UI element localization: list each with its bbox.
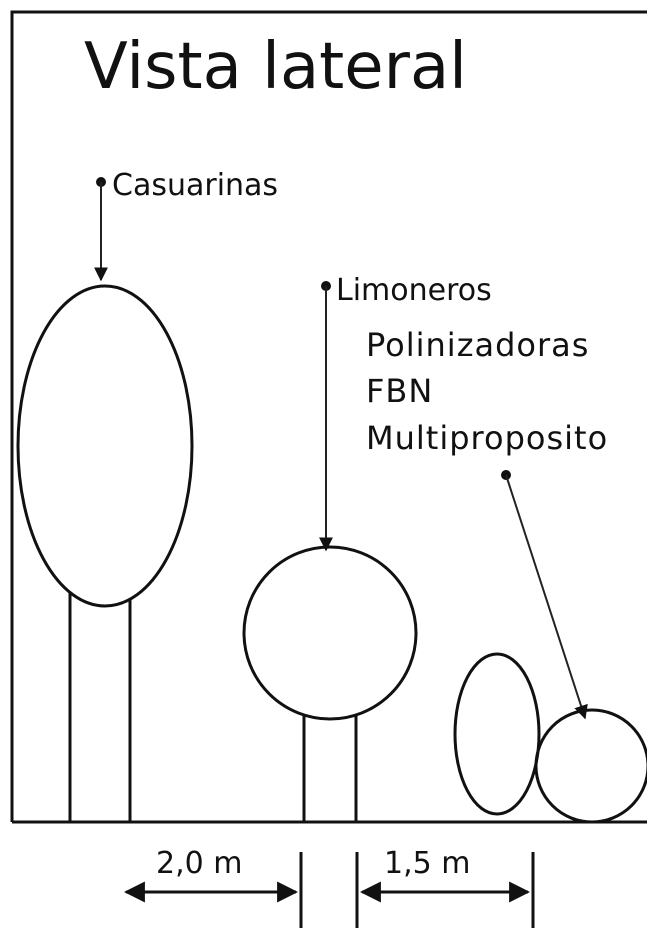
casuarina-crown [16,284,194,608]
label-polinizadoras: Polinizadoras [366,326,589,364]
shrub-oval [453,652,541,816]
dimension-left-label: 2,0 m [156,846,242,881]
shrub-round [534,708,647,822]
dimension-right [355,852,535,928]
multiproposito-pointer [501,470,588,720]
label-multiproposito: Multiproposito [366,419,608,457]
dimension-left [123,852,303,928]
frame-border [10,10,647,822]
label-fbn: FBN [366,372,433,410]
limonero-tree [242,545,418,822]
label-limoneros: Limoneros [336,273,492,308]
casuarina-tree [16,284,194,822]
label-casuarinas: Casuarinas [112,168,278,203]
diagram-title: Vista lateral [84,30,467,104]
companion-shrubs [453,652,647,822]
casuarina-pointer [94,177,108,282]
limoneros-pointer [319,281,333,552]
limonero-crown [242,545,418,721]
dimension-right-label: 1,5 m [384,846,470,881]
